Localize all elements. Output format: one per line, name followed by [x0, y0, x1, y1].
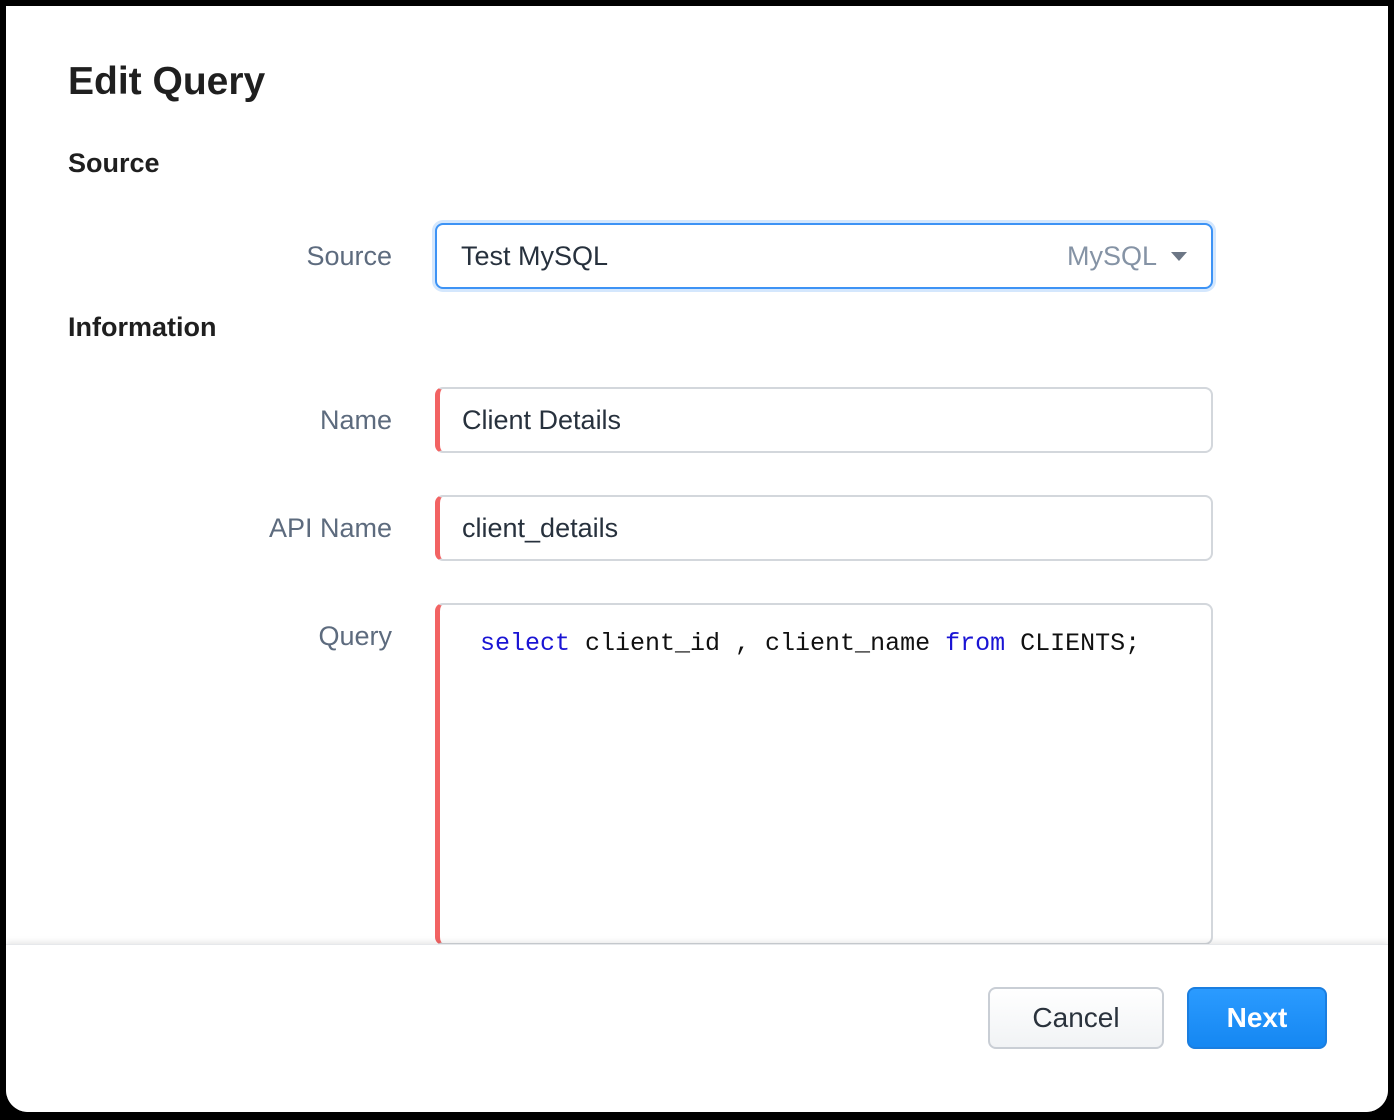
dialog-footer: Cancel Next: [6, 944, 1388, 1112]
source-label: Source: [306, 241, 392, 271]
name-input-value: Client Details: [462, 404, 622, 435]
query-editor[interactable]: select client_id , client_name from CLIE…: [435, 603, 1213, 945]
source-select-value: Test MySQL: [461, 240, 609, 271]
query-text-columns: client_id , client_name: [570, 629, 946, 658]
query-keyword-from: from: [945, 629, 1006, 658]
caret-down-icon[interactable]: [1171, 251, 1187, 261]
api-name-input[interactable]: client_details: [435, 495, 1213, 561]
next-button[interactable]: Next: [1187, 987, 1327, 1049]
section-heading-source: Source: [68, 148, 160, 178]
api-name-label: API Name: [268, 513, 392, 543]
section-heading-information: Information: [68, 312, 217, 342]
source-select[interactable]: Test MySQL MySQL: [435, 223, 1213, 289]
edit-query-dialog: Edit Query Source Source Test MySQL MySQ…: [6, 6, 1388, 1112]
query-label: Query: [318, 621, 392, 651]
source-select-type: MySQL: [1066, 240, 1157, 271]
api-name-input-value: client_details: [462, 512, 619, 543]
query-keyword-select: select: [480, 629, 571, 658]
name-label: Name: [319, 405, 392, 435]
cancel-button[interactable]: Cancel: [988, 987, 1164, 1049]
query-text-table: CLIENTS;: [1005, 629, 1141, 658]
dialog-title: Edit Query: [68, 60, 266, 103]
name-input[interactable]: Client Details: [435, 387, 1213, 453]
